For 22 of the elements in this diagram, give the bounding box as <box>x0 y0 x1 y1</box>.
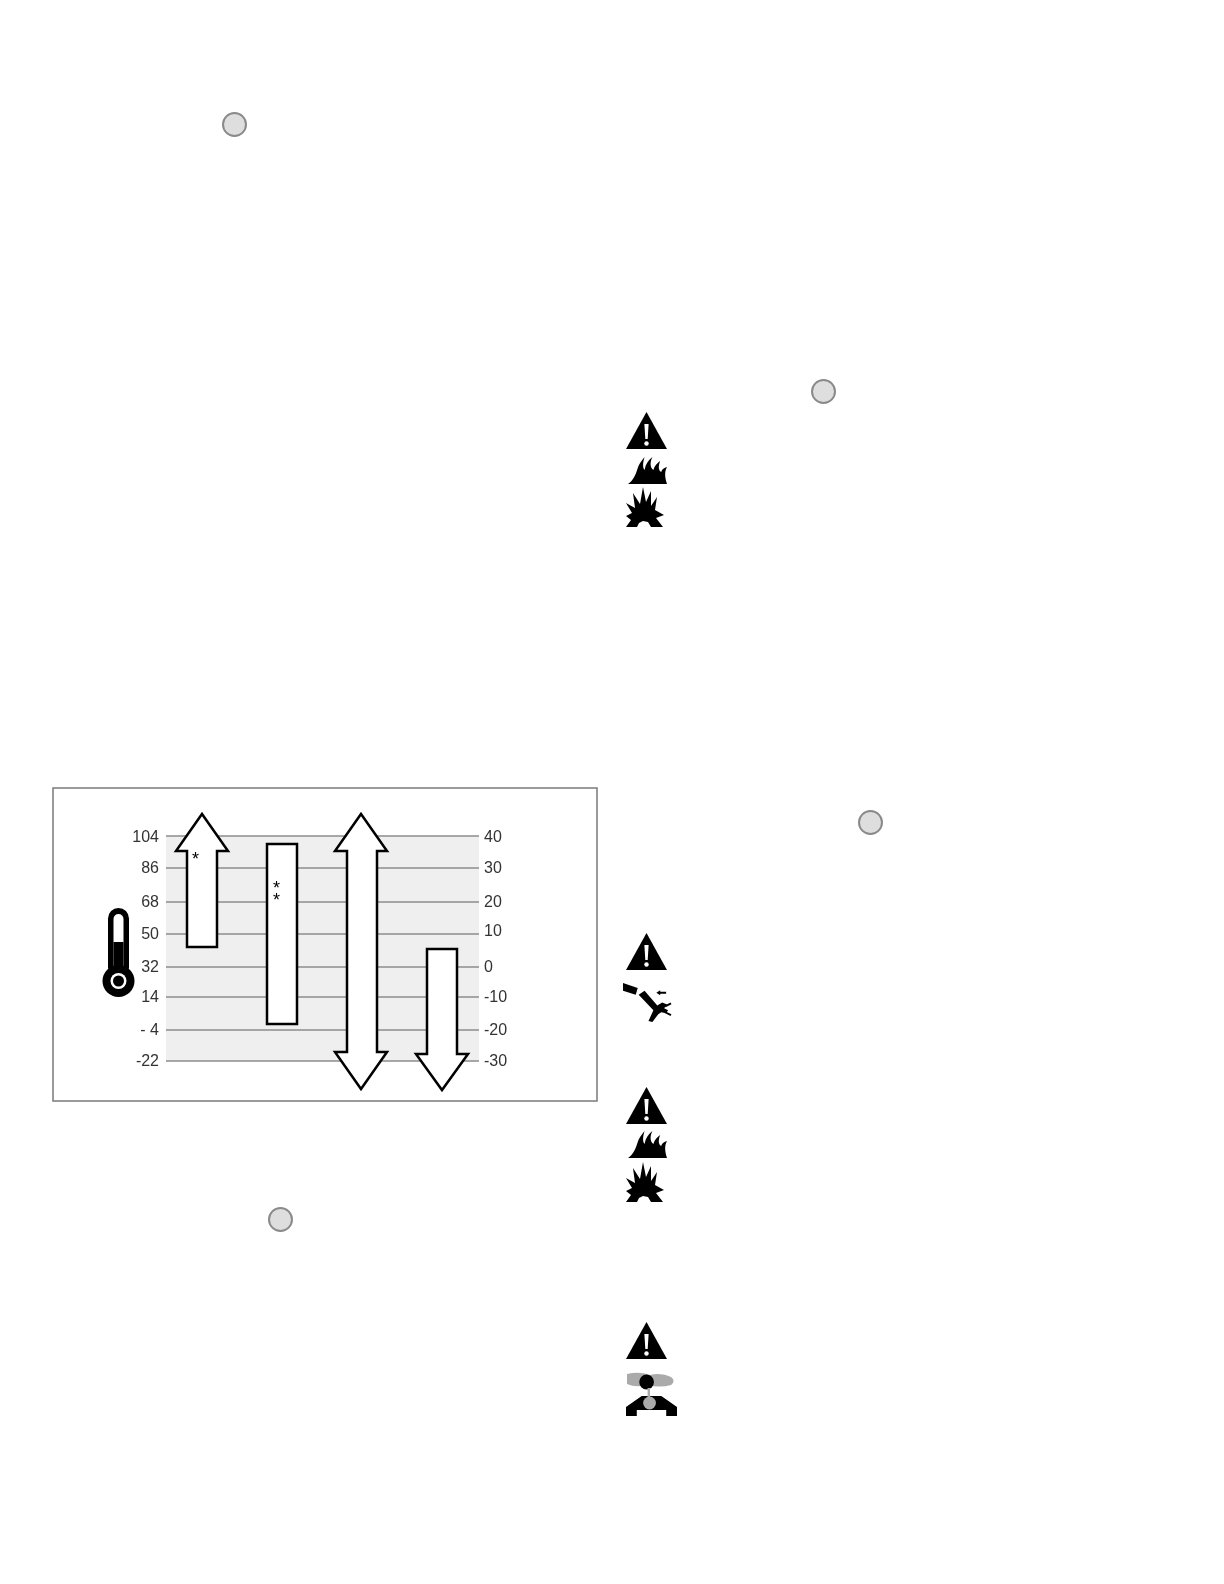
axis-tick-label: -22 <box>135 1052 159 1070</box>
axis-tick-label: 40 <box>484 828 502 846</box>
axis-tick-label: 10 <box>484 922 502 940</box>
callout-circle <box>810 378 836 404</box>
callout-circle <box>221 111 247 137</box>
footnote-mark: ** <box>273 882 281 906</box>
axis-tick-label: 104 <box>132 828 159 846</box>
axis-tick-label: 20 <box>484 893 502 911</box>
axis-tick-label: 30 <box>484 859 502 877</box>
axis-tick-label: -10 <box>484 988 508 1006</box>
axis-tick-label: 68 <box>141 893 159 911</box>
axis-tick-label: 86 <box>141 859 159 877</box>
axis-tick-label: 32 <box>141 958 159 976</box>
axis-tick-label: -20 <box>484 1021 508 1039</box>
axis-tick-label: 14 <box>141 988 159 1006</box>
axis-tick-label: - 4 <box>140 1021 159 1039</box>
footnote-mark: * <box>192 850 199 868</box>
callout-circle <box>267 1206 293 1232</box>
callout-circle <box>858 809 883 835</box>
axis-tick-label: -30 <box>484 1052 508 1070</box>
axis-tick-label: 50 <box>141 925 159 943</box>
axis-tick-label: 0 <box>484 958 493 976</box>
